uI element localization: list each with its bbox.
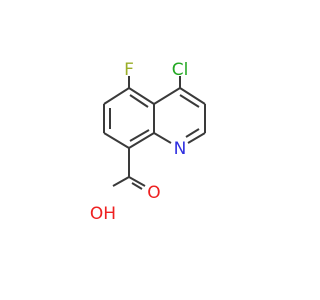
bond-c4-c3 — [179, 87, 206, 105]
oxygen-carbonyl-label: O — [147, 183, 160, 203]
bond-c2-n1-inner — [185, 128, 200, 138]
hydroxyl-label: OH — [90, 204, 116, 224]
bond-c8-c8a — [128, 132, 155, 149]
bond-carbonyl-inner — [131, 182, 143, 190]
bond-c2-n1 — [187, 132, 206, 144]
bond-hydroxyl — [112, 176, 130, 187]
bond-c5-c6 — [103, 87, 130, 105]
bond-n1-c8a — [153, 132, 172, 144]
bond-carbonyl — [128, 176, 146, 187]
bond-c8-c8a-inner — [129, 129, 150, 142]
bond-c4a-c4 — [153, 87, 181, 105]
bonds — [103, 76, 206, 190]
atom-labels: F Cl N O OH — [90, 60, 188, 224]
nitrogen-label: N — [174, 139, 187, 159]
fluorine-label: F — [124, 60, 134, 80]
chlorine-label: Cl — [172, 60, 189, 80]
bond-c7-c8 — [103, 132, 130, 149]
structure-diagram: F Cl N O OH — [90, 60, 206, 224]
bond-c4a-c5 — [128, 87, 155, 105]
bond-c4a-c5-inner — [129, 94, 149, 108]
bond-c4-c3-inner — [179, 94, 200, 108]
